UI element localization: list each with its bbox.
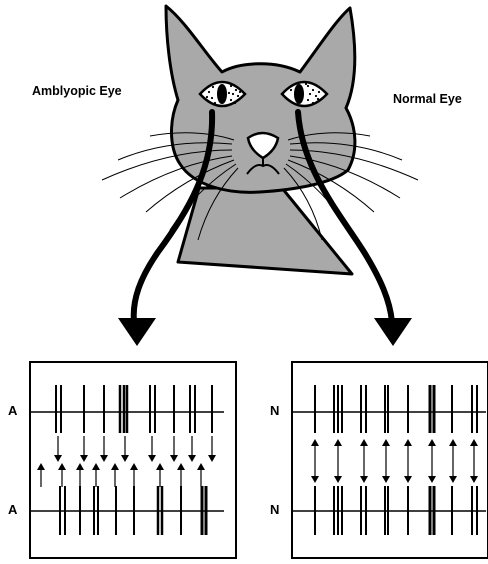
spike-train	[60, 385, 62, 433]
normal-eye-label: Normal Eye	[393, 92, 462, 106]
spike-train	[365, 486, 367, 535]
spike-train	[64, 486, 66, 535]
spike-train	[341, 385, 343, 433]
spike-train	[154, 385, 156, 433]
spike-train	[337, 486, 339, 535]
spike-train	[387, 486, 389, 535]
spike-train	[314, 385, 316, 433]
spike-train	[360, 486, 362, 535]
spike-train	[157, 486, 160, 535]
spike-train	[314, 486, 316, 535]
spike-train	[79, 486, 81, 535]
spike-train	[201, 486, 204, 535]
spike-train	[476, 385, 478, 433]
spike-train	[360, 385, 362, 433]
spike-train	[341, 486, 343, 535]
spike-train	[429, 385, 432, 433]
down-arrow-icon	[374, 318, 412, 346]
cat-illustration	[102, 6, 418, 346]
amblyopic-eye-label: Amblyopic Eye	[32, 84, 122, 98]
normal-bottom-row-label: N	[270, 502, 279, 517]
spike-train	[433, 385, 436, 433]
spike-train	[180, 486, 182, 535]
spike-train	[476, 486, 478, 535]
spike-train	[83, 385, 85, 433]
spike-train	[365, 385, 367, 433]
spike-train	[384, 486, 386, 535]
spike-train	[133, 486, 135, 535]
spike-train	[337, 385, 339, 433]
spike-train	[119, 385, 122, 433]
spike-train	[211, 385, 213, 433]
amblyopic-bottom-row-label: A	[8, 502, 17, 517]
spike-train	[93, 486, 95, 535]
spike-train	[149, 385, 151, 433]
spike-train	[123, 385, 126, 433]
spike-train	[333, 486, 335, 535]
spike-train	[115, 486, 117, 535]
spike-train	[471, 385, 473, 433]
spike-train	[407, 486, 409, 535]
spike-train	[97, 486, 99, 535]
normal-top-row-label: N	[270, 403, 279, 418]
spike-train	[471, 486, 473, 535]
spike-train	[451, 385, 453, 433]
spike-train	[161, 486, 164, 535]
spike-train	[59, 486, 61, 535]
spike-train	[333, 385, 335, 433]
spike-train	[103, 385, 105, 433]
spike-train	[55, 385, 57, 433]
spike-train	[433, 486, 436, 535]
cat-body	[178, 188, 352, 274]
spike-train	[451, 486, 453, 535]
spike-train	[194, 385, 196, 433]
spike-train	[407, 385, 409, 433]
down-arrow-icon	[118, 318, 156, 346]
spike-train	[205, 486, 208, 535]
spike-train	[173, 385, 175, 433]
spike-train	[126, 385, 129, 433]
spike-train	[387, 385, 389, 433]
spike-train	[429, 486, 432, 535]
spike-train	[384, 385, 386, 433]
spike-train	[189, 385, 191, 433]
normal-panel-box	[292, 362, 488, 558]
amblyopic-top-row-label: A	[8, 403, 17, 418]
